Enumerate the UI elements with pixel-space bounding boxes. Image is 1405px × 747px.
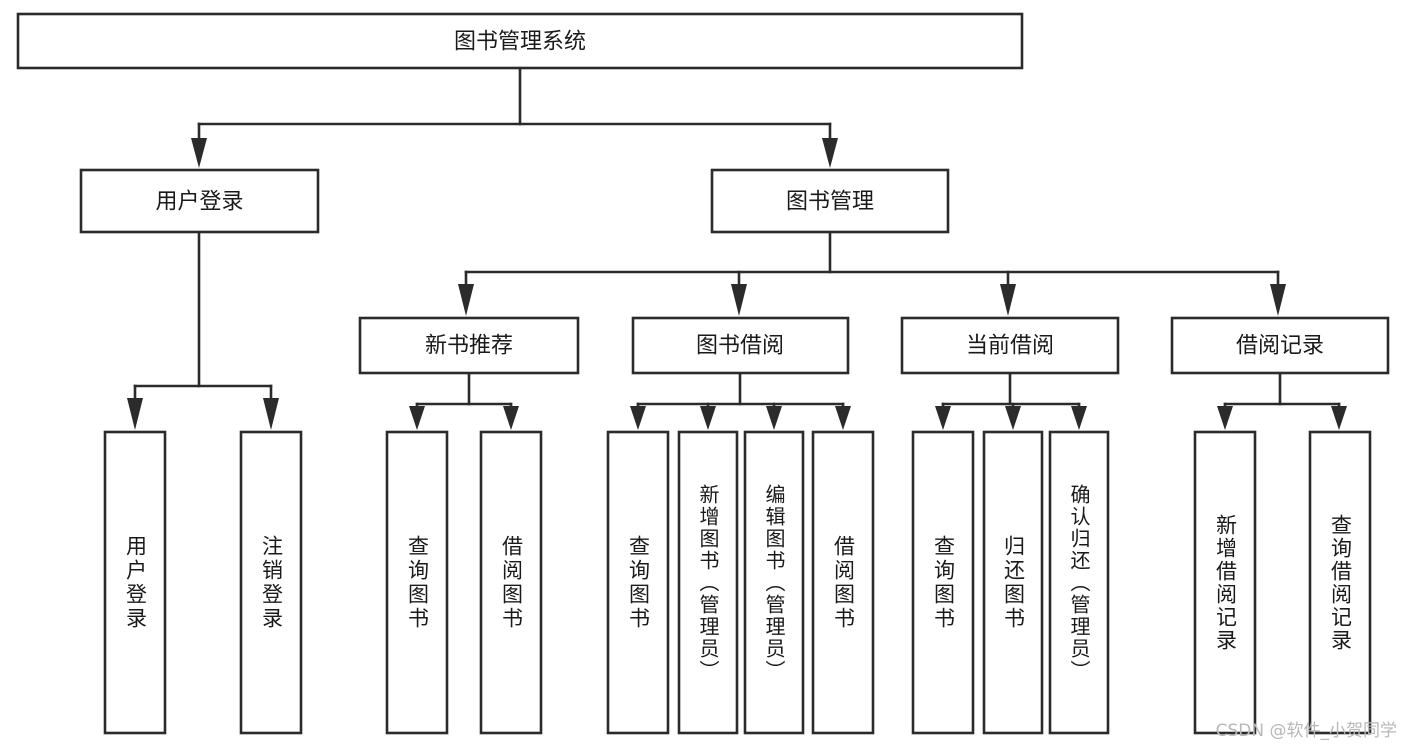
node-leaf-confirm-return-admin[interactable] — [1048, 430, 1110, 735]
connector-record-to-leaves — [1217, 371, 1347, 430]
arrow-icon — [127, 398, 143, 430]
label-book-management: 图书管理 — [786, 190, 874, 215]
arrow-icon — [1005, 406, 1021, 430]
node-leaf-logout[interactable] — [239, 430, 303, 735]
node-new-book-recommend[interactable] — [358, 316, 580, 375]
connector-current-to-leaves — [935, 371, 1087, 430]
node-current-borrow[interactable] — [900, 316, 1120, 375]
node-leaf-query-book-1[interactable] — [385, 430, 449, 735]
arrow-icon — [458, 284, 474, 316]
node-leaf-borrow-book-2[interactable] — [811, 430, 875, 735]
arrow-icon — [263, 398, 279, 430]
connector-recommend-to-leaves — [409, 371, 519, 430]
connector-root-to-level2 — [191, 66, 838, 168]
node-leaf-borrow-book-1[interactable] — [479, 430, 543, 735]
connector-userlogin-to-leaves — [127, 230, 279, 430]
node-borrow-record[interactable] — [1170, 316, 1390, 375]
label-borrow-record: 借阅记录 — [1236, 334, 1324, 359]
arrow-icon — [1331, 406, 1347, 430]
arrow-icon — [409, 406, 425, 430]
node-leaf-add-borrow-record[interactable] — [1193, 430, 1257, 735]
node-leaf-user-login[interactable] — [103, 430, 167, 735]
node-book-management[interactable] — [710, 168, 950, 234]
arrow-icon — [822, 138, 838, 168]
connector-bookmgmt-to-level3 — [458, 230, 1286, 316]
node-book-borrow[interactable] — [631, 316, 850, 375]
label-current-borrow: 当前借阅 — [966, 334, 1054, 359]
arrow-icon — [935, 406, 951, 430]
connector-borrow-to-leaves — [630, 371, 851, 430]
node-leaf-return-book[interactable] — [982, 430, 1044, 735]
arrow-icon — [191, 138, 207, 168]
watermark-text: CSDN @软件_小贺同学 — [1215, 721, 1397, 741]
arrow-icon — [766, 406, 782, 430]
arrow-icon — [700, 406, 716, 430]
node-root-book-management-system[interactable] — [16, 12, 1024, 70]
arrow-icon — [835, 406, 851, 430]
node-leaf-query-borrow-record[interactable] — [1308, 430, 1372, 735]
label-user-login: 用户登录 — [155, 190, 243, 215]
label-book-borrow: 图书借阅 — [696, 334, 784, 359]
node-leaf-query-book-2[interactable] — [606, 430, 670, 735]
arrow-icon — [1000, 284, 1016, 316]
node-user-login[interactable] — [79, 168, 320, 234]
label-new-book-recommend: 新书推荐 — [425, 334, 513, 359]
arrow-icon — [503, 406, 519, 430]
arrow-icon — [630, 406, 646, 430]
label-root: 图书管理系统 — [454, 30, 586, 55]
node-leaf-query-book-3[interactable] — [911, 430, 975, 735]
node-leaf-edit-book-admin[interactable] — [743, 430, 805, 735]
arrow-icon — [1071, 406, 1087, 430]
arrow-icon — [731, 284, 747, 316]
node-leaf-add-book-admin[interactable] — [677, 430, 739, 735]
arrow-icon — [1217, 406, 1233, 430]
arrow-icon — [1270, 284, 1286, 316]
